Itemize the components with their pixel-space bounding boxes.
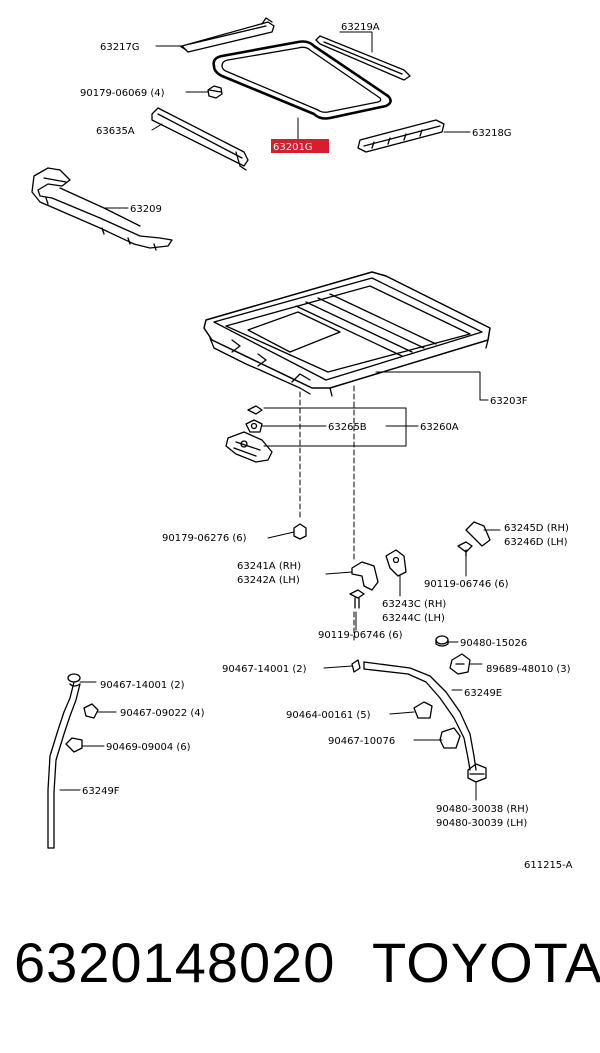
clip-63265b-part <box>247 405 263 415</box>
label-63245d: 63245D (RH) <box>504 523 569 534</box>
label-90179-06069: 90179-06069 (4) <box>80 88 165 99</box>
label-63203f: 63203F <box>490 396 528 407</box>
label-90179-06276: 90179-06276 (6) <box>162 533 247 544</box>
rail-63217g-part <box>179 17 275 53</box>
rail-63218g-part <box>357 119 445 153</box>
label-90119-06746-left: 90119-06746 (6) <box>318 630 403 641</box>
highlight-box <box>271 139 329 153</box>
label-63201g: 63201G <box>273 142 313 153</box>
label-63635a: 63635A <box>96 126 135 137</box>
glass-seal-63201g-part <box>212 40 392 120</box>
label-90464-00161: 90464-00161 (5) <box>286 710 371 721</box>
label-90480-30038: 90480-30038 (RH) <box>436 804 529 815</box>
clamp-90467-14001-right-part <box>351 659 361 673</box>
grommet-90480-30038-part <box>467 763 487 783</box>
label-63243c: 63243C (RH) <box>382 599 446 610</box>
label-89689-48010: 89689-48010 (3) <box>486 664 571 675</box>
rail-63635a-part <box>151 107 249 171</box>
label-90480-15026: 90480-15026 <box>460 638 527 649</box>
grommet-90480-15026-part <box>435 635 449 647</box>
clip-90469-09004-part <box>65 737 83 753</box>
label-63242a: 63242A (LH) <box>237 575 300 586</box>
clamp-90467-10076-part <box>439 727 461 749</box>
label-90467-14001-left: 90467-14001 (2) <box>100 680 185 691</box>
housing-63203f-part <box>203 271 491 397</box>
label-63218g: 63218G <box>472 128 512 139</box>
bolt-90119-06746-right-part <box>457 541 473 557</box>
label-90467-14001-right: 90467-14001 (2) <box>222 664 307 675</box>
label-63265b: 63265B <box>328 422 367 433</box>
clip-89689-48010-part <box>449 653 471 675</box>
label-63219a: 63219A <box>341 22 380 33</box>
brand-name: TOYOTA <box>372 931 600 994</box>
bracket-63241a-part <box>351 561 379 591</box>
clamp-90467-14001-left-part <box>67 673 81 687</box>
bolt-90119-06746-left-part <box>349 589 365 609</box>
label-63209: 63209 <box>130 204 162 215</box>
bracket-63243c-part <box>385 549 407 577</box>
label-90467-09022: 90467-09022 (4) <box>120 708 205 719</box>
label-63249f: 63249F <box>82 786 120 797</box>
part-labels: 63217G 63219A 90179-06069 (4) 63635A 632… <box>80 22 573 871</box>
motor-63260a-part <box>225 431 273 463</box>
label-63244c: 63244C (LH) <box>382 613 445 624</box>
label-90119-06746-right: 90119-06746 (6) <box>424 579 509 590</box>
label-63246d: 63246D (LH) <box>504 537 568 548</box>
drain-hose-63249f-part <box>47 681 81 849</box>
clip-90467-09022-part <box>83 703 99 719</box>
label-90467-10076: 90467-10076 <box>328 736 395 747</box>
leader-lines <box>59 31 501 801</box>
bracket-63245d-part <box>465 521 491 547</box>
mount-guide-lines <box>299 385 355 641</box>
footer: 6320148020 TOYOTA <box>0 930 600 1010</box>
label-63249e: 63249E <box>464 688 502 699</box>
strip-63219a-part <box>315 35 411 81</box>
clip-90464-00161-part <box>413 701 433 719</box>
nut-90179-06069-part <box>207 85 223 99</box>
drain-hose-63249e-part <box>363 661 477 771</box>
label-90469-09004: 90469-09004 (6) <box>106 742 191 753</box>
nut-90179-06276-part <box>293 523 307 540</box>
label-63217g: 63217G <box>100 42 140 53</box>
label-90480-30039: 90480-30039 (LH) <box>436 818 527 829</box>
bushing-63265b-part <box>245 419 263 433</box>
part-number: 6320148020 <box>14 931 336 994</box>
label-63260a: 63260A <box>420 422 459 433</box>
label-63241a: 63241A (RH) <box>237 561 301 572</box>
label-611215-a: 611215-A <box>524 860 573 871</box>
